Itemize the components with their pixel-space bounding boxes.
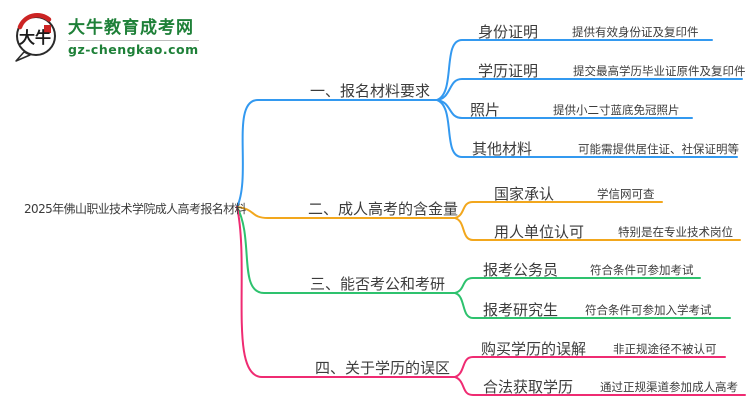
branch-2-line	[236, 206, 456, 219]
branch-3-title: 三、能否考公和考研	[310, 275, 446, 293]
branch-1-line	[236, 99, 438, 208]
leaf-desc: 非正规途径不被认可	[613, 342, 717, 356]
branch-2-child-1-line	[454, 201, 663, 219]
branch-1-child-4-line	[436, 99, 738, 158]
leaf-desc: 提供有效身份证及复印件	[572, 25, 699, 39]
branch-1-child-2-line	[436, 78, 743, 101]
branch-4-child-2-line	[454, 376, 746, 396]
leaf-label: 合法获取学历	[483, 378, 574, 396]
leaf-desc: 可能需提供居住证、社保证明等	[578, 142, 739, 156]
logo-bubble-icon: 大牛	[15, 13, 56, 62]
branch-4-title: 四、关于学历的误区	[315, 359, 451, 377]
logo-badge-text: 大牛	[19, 28, 51, 47]
leaf-desc: 通过正规渠道参加成人高考	[600, 380, 738, 394]
leaf-desc: 提供小二寸蓝底免冠照片	[553, 103, 680, 117]
leaf-desc: 提交最高学历毕业证原件及复印件	[573, 64, 746, 78]
site-logo[interactable]: 大牛 大牛教育成考网 gz-chengkao.com	[12, 12, 199, 62]
logo-site-name: 大牛教育成考网	[68, 17, 194, 38]
branch-1-title: 一、报名材料要求	[310, 82, 431, 100]
leaf-label: 身份证明	[478, 23, 539, 41]
branch-1-child-1-line	[436, 39, 713, 101]
branch-2-title: 二、成人高考的含金量	[308, 200, 459, 218]
leaf-label: 购买学历的误解	[481, 340, 587, 358]
branch-3-line	[236, 206, 456, 294]
branch-3-child-1-line	[454, 277, 701, 294]
leaf-desc: 符合条件可参加考试	[590, 263, 694, 277]
leaf-label: 学历证明	[478, 62, 539, 80]
leaf-label: 报考研究生	[483, 301, 559, 319]
leaf-label: 国家承认	[494, 185, 555, 203]
branch-2-child-2-line	[454, 217, 741, 241]
leaf-desc: 符合条件可参加入学考试	[585, 303, 712, 317]
leaf-label: 报考公务员	[483, 261, 559, 279]
leaf-label: 其他材料	[472, 140, 533, 158]
leaf-label: 照片	[470, 101, 501, 119]
branch-4-line	[236, 206, 456, 378]
leaf-desc: 特别是在专业技术岗位	[618, 225, 733, 239]
branch-3-child-2-line	[454, 292, 731, 319]
leaf-label: 用人单位认可	[494, 223, 585, 241]
branch-4-child-1-line	[454, 356, 726, 378]
branch-1-child-3-line	[436, 99, 693, 119]
root-topic: 2025年佛山职业技术学院成人高考报名材料	[24, 202, 247, 216]
logo-site-url[interactable]: gz-chengkao.com	[68, 39, 199, 57]
leaf-desc: 学信网可查	[597, 187, 655, 201]
